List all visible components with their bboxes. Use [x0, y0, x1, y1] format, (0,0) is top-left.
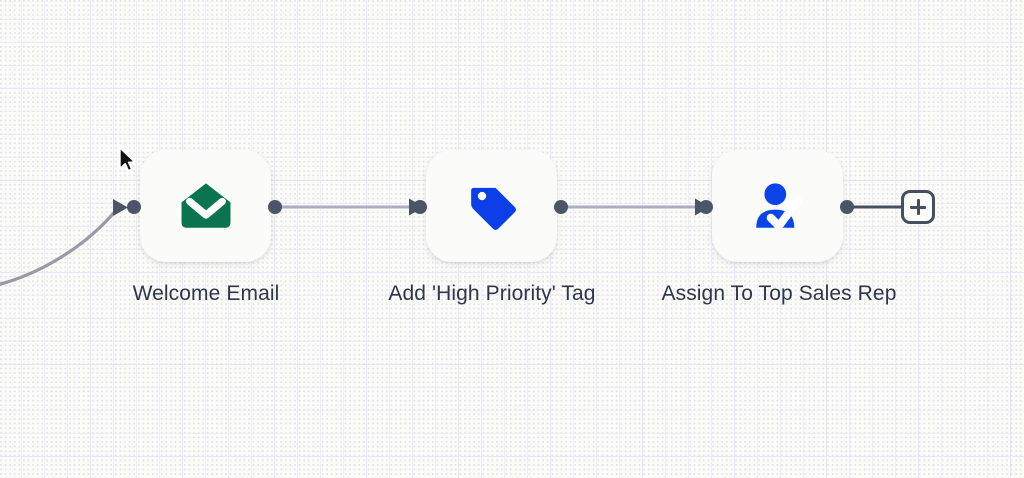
mouse-cursor-icon — [119, 147, 136, 172]
plus-icon-vertical — [916, 199, 920, 215]
handle-welcome-email-output[interactable] — [268, 200, 282, 214]
node-welcome-email[interactable] — [140, 150, 271, 262]
add-step-button[interactable] — [901, 190, 935, 224]
node-label-welcome-email: Welcome Email — [132, 282, 280, 305]
person-check-icon — [755, 183, 802, 231]
handle-add-high-priority-tag-output[interactable] — [554, 200, 568, 214]
edge-1 — [281, 198, 424, 216]
handle-assign-to-top-sales-rep-output[interactable] — [840, 200, 854, 214]
envelope-icon — [181, 183, 230, 228]
node-label-assign-to-top-sales-rep: Assign To Top Sales Rep — [661, 282, 897, 305]
handle-add-high-priority-tag-input[interactable] — [413, 200, 427, 214]
node-add-high-priority-tag[interactable] — [426, 150, 557, 262]
edge-incoming — [0, 199, 128, 286]
node-label-add-high-priority-tag: Add 'High Priority' Tag — [388, 282, 596, 305]
tag-icon — [470, 187, 516, 231]
handle-welcome-email-input[interactable] — [127, 200, 141, 214]
node-assign-to-top-sales-rep[interactable] — [712, 150, 843, 262]
handle-assign-to-top-sales-rep-input[interactable] — [699, 200, 713, 214]
edge-2 — [567, 198, 710, 216]
